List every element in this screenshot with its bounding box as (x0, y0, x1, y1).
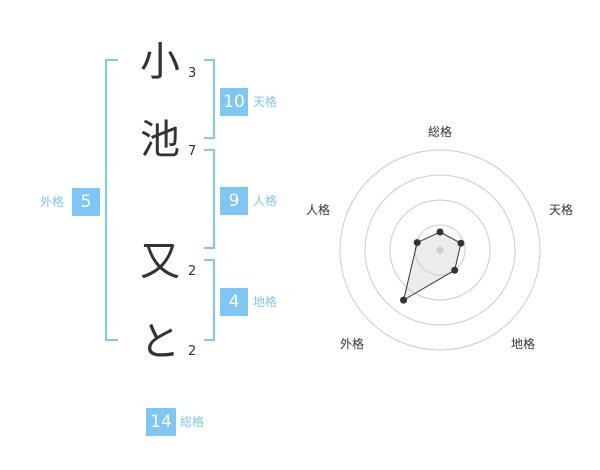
radar-axis-label-soukaku: 総格 (428, 125, 453, 139)
radar-point-2 (457, 239, 465, 247)
tenkaku-label: 天格 (253, 95, 278, 109)
radar-point-4 (400, 296, 408, 304)
gaikaku-value: 5 (72, 188, 100, 216)
radar-series-area (402, 231, 462, 302)
stroke-count-4: 2 (188, 344, 197, 359)
chikaku-value: 4 (220, 288, 248, 316)
stroke-count-2: 7 (188, 144, 197, 159)
name-char-1: 小 (140, 39, 180, 85)
radar-ring (389, 199, 491, 301)
radar-point-1 (436, 228, 444, 236)
radar-ring (364, 174, 516, 326)
name-char-4: と (140, 319, 180, 365)
jinkaku-label: 人格 (253, 194, 278, 208)
stroke-count-3: 2 (188, 264, 197, 279)
name-char-3: 又 (140, 239, 180, 285)
radar-axis-label-gaikaku: 外格 (340, 337, 365, 351)
name-char-2: 池 (140, 117, 180, 163)
jinkaku-value: 9 (220, 187, 248, 215)
radar-point-3 (451, 266, 459, 274)
soukaku-value: 14 (146, 408, 176, 436)
radar-center (436, 246, 444, 254)
soukaku-label: 総格 (180, 415, 205, 429)
chikaku-label: 地格 (253, 295, 278, 309)
radar-point-5 (413, 239, 421, 247)
stroke-count-1: 3 (188, 66, 197, 81)
radar-axis-label-jinkaku: 人格 (306, 203, 331, 217)
gaikaku-label: 外格 (40, 195, 65, 209)
radar-ring (339, 149, 541, 351)
tenkaku-value: 10 (220, 88, 248, 116)
radar-axis-label-chikaku: 地格 (511, 337, 536, 351)
radar-axis-label-tenkaku: 天格 (549, 203, 574, 217)
